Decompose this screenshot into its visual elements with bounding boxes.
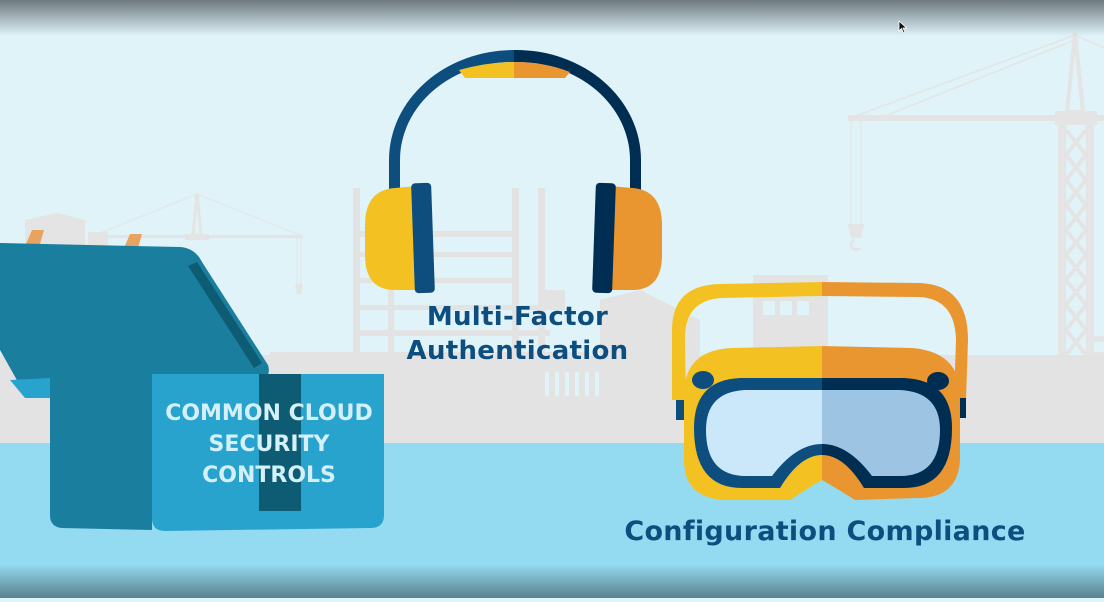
- mfa-label: Multi-Factor Authentication: [406, 302, 629, 366]
- goggles-icon: [672, 282, 968, 500]
- toolbox-label: COMMON CLOUD SECURITY CONTROLS: [165, 401, 373, 488]
- toolbox-icon: [0, 230, 384, 531]
- mouse-pointer-icon: [898, 20, 908, 34]
- configuration-compliance-label: Configuration Compliance: [624, 516, 1026, 547]
- crane-right-icon: [848, 32, 1104, 390]
- bottom-vignette: [0, 564, 1104, 598]
- headphones-icon: [365, 49, 662, 294]
- top-vignette: [0, 0, 1104, 36]
